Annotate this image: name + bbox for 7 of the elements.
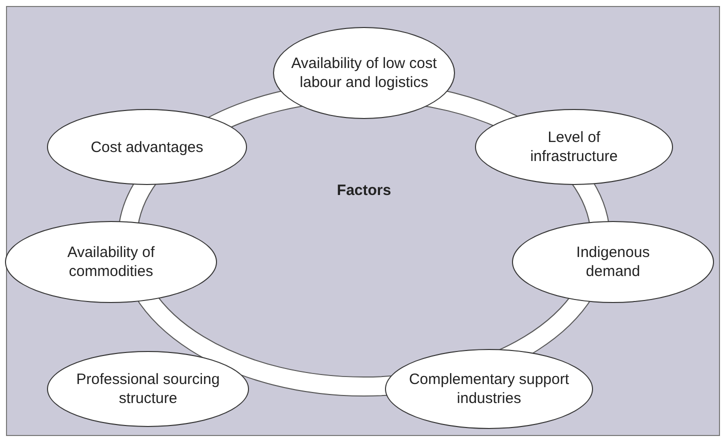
factor-ellipse: Complementary support industries	[385, 349, 593, 429]
factor-ellipse: Professional sourcing structure	[47, 351, 249, 427]
factor-ellipse: Availability of commodities	[5, 221, 217, 303]
factor-ellipse: Availability of low cost labour and logistics	[273, 27, 455, 119]
factor-ellipse: Cost advantages	[47, 109, 247, 185]
factor-ellipse: Level of infrastructure	[475, 109, 673, 185]
center-label: Factors	[336, 181, 392, 200]
